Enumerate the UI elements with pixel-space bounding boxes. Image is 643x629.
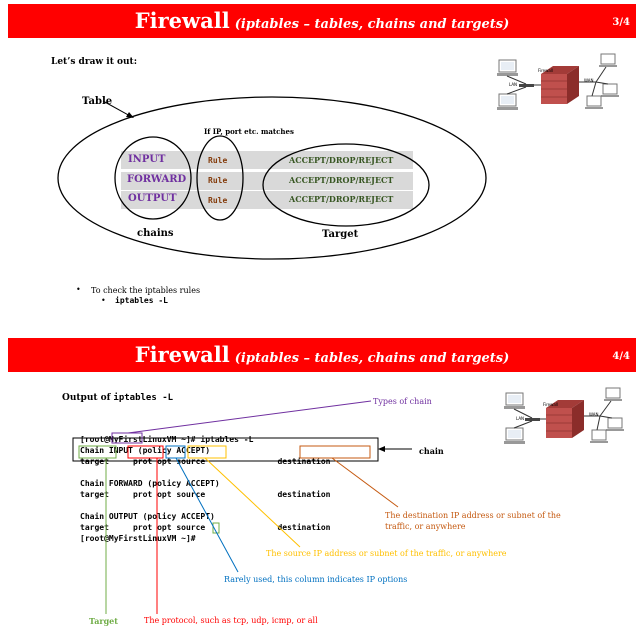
firewall-brick-icon <box>541 66 579 104</box>
slide-3-heading: Let’s draw it out: <box>51 57 138 67</box>
target-label: ACCEPT/DROP/REJECT <box>289 175 394 185</box>
terminal-line: target prot opt source destination <box>80 523 331 532</box>
computer-icon <box>504 392 525 409</box>
slide-4-heading: Output of iptables -L <box>62 393 173 403</box>
switch-icon <box>519 84 534 87</box>
computer-icon <box>497 59 518 76</box>
sub-bullet-command: iptables -L <box>115 296 168 305</box>
annotation-opt: Rarely used, this column indicates IP op… <box>224 575 408 584</box>
heading-command: iptables -L <box>113 393 174 403</box>
slide-4-title-main: Firewall <box>134 342 230 367</box>
table-label: Table <box>82 96 113 107</box>
rule-label: Rule <box>208 156 228 165</box>
terminal-line: Chain OUTPUT (policy ACCEPT) <box>80 512 215 521</box>
sub-bullet-dot: • <box>101 296 106 305</box>
computer-icon <box>599 53 617 67</box>
slide-3-title-main: Firewall <box>134 8 230 33</box>
slide-3-title: Firewall (iptables – tables, chains and … <box>8 4 636 42</box>
slide-4-title-sub: (iptables – tables, chains and targets) <box>234 351 510 366</box>
target-ellipse <box>262 143 430 227</box>
bullet-dot: • <box>76 285 81 294</box>
slide-3-title-sub: (iptables – tables, chains and targets) <box>234 17 510 32</box>
source-highlight <box>187 445 227 459</box>
computer-icon <box>606 417 624 431</box>
slide-4-page-number: 4/4 <box>612 351 630 362</box>
bullet-text: To check the iptables rules <box>91 286 201 295</box>
chain-name-output: OUTPUT <box>128 193 177 204</box>
rule-label: Rule <box>208 196 228 205</box>
slide-3-page-number: 3/4 <box>612 17 630 28</box>
slide-4: Firewall (iptables – tables, chains and … <box>0 318 643 629</box>
terminal-line: [root@MyFirstLinuxVM ~]# <box>80 534 201 543</box>
annotation-source: The source IP address or subnet of the t… <box>266 549 507 558</box>
target-highlight <box>78 445 117 459</box>
diagram-firewall-label: Firewall <box>543 402 559 407</box>
cursor-highlight <box>212 522 220 534</box>
prot-highlight <box>127 445 164 459</box>
firewall-brick-icon <box>546 400 584 438</box>
slide-4-title-banner: Firewall (iptables – tables, chains and … <box>8 338 636 372</box>
chains-ellipse <box>114 136 192 220</box>
computer-icon <box>601 83 619 97</box>
slide-4-annotation-lines <box>72 400 412 614</box>
annotation-types-of-chain: Types of chain <box>373 397 432 406</box>
computer-icon <box>497 93 518 110</box>
chains-caption: chains <box>137 228 174 239</box>
rules-ellipse <box>196 135 244 221</box>
terminal-line: [root@MyFirstLinuxVM ~]# iptables -L <box>80 435 254 444</box>
input-highlight <box>111 432 143 444</box>
computer-icon <box>585 95 603 109</box>
annotation-chain: chain <box>419 446 444 456</box>
rule-label: Rule <box>208 176 228 185</box>
chain-box <box>72 437 379 462</box>
diagram-lan-label: LAN <box>509 82 518 87</box>
heading-prefix: Output of <box>62 393 111 403</box>
table-ellipse <box>57 96 487 260</box>
target-caption: Target <box>322 229 359 240</box>
annotation-prot: The protocol, such as tcp, udp, icmp, or… <box>144 616 318 625</box>
slide-3-title-banner: Firewall (iptables – tables, chains and … <box>8 4 636 38</box>
target-label: ACCEPT/DROP/REJECT <box>289 194 394 204</box>
network-diagram <box>504 387 624 444</box>
opt-highlight <box>165 445 186 459</box>
terminal-line: Chain INPUT (policy ACCEPT) <box>80 446 211 455</box>
diagram-wan-label: WAN <box>584 78 594 83</box>
annotation-destination: The destination IP address or subnet of … <box>385 511 561 531</box>
diagram-wan-label: WAN <box>589 412 599 417</box>
terminal-line: Chain FORWARD (policy ACCEPT) <box>80 479 220 488</box>
arrow-head <box>126 112 134 118</box>
terminal-line: target prot opt source destination <box>80 490 331 499</box>
table-pointer-arrow <box>102 100 133 118</box>
computer-icon <box>604 387 622 401</box>
chain-name-input: INPUT <box>128 154 166 165</box>
computer-icon <box>590 429 608 443</box>
computer-icon <box>504 427 525 444</box>
chain-name-forward: FORWARD <box>127 174 187 185</box>
diagram-firewall-label: Firewall <box>538 68 554 73</box>
slide-3: Firewall (iptables – tables, chains and … <box>8 4 636 305</box>
target-label: ACCEPT/DROP/REJECT <box>289 155 394 165</box>
switch-icon <box>525 418 540 421</box>
destination-highlight <box>299 445 371 459</box>
annotation-target: Target <box>89 616 118 626</box>
slide-3-diagram <box>57 96 487 260</box>
diagram-lan-label: LAN <box>516 416 525 421</box>
slide-4-title: Firewall (iptables – tables, chains and … <box>8 338 636 376</box>
table-row <box>121 172 413 190</box>
match-note: If IP, port etc. matches <box>204 127 294 136</box>
table-row <box>121 151 413 169</box>
table-row <box>121 191 413 209</box>
network-diagram <box>497 53 619 110</box>
